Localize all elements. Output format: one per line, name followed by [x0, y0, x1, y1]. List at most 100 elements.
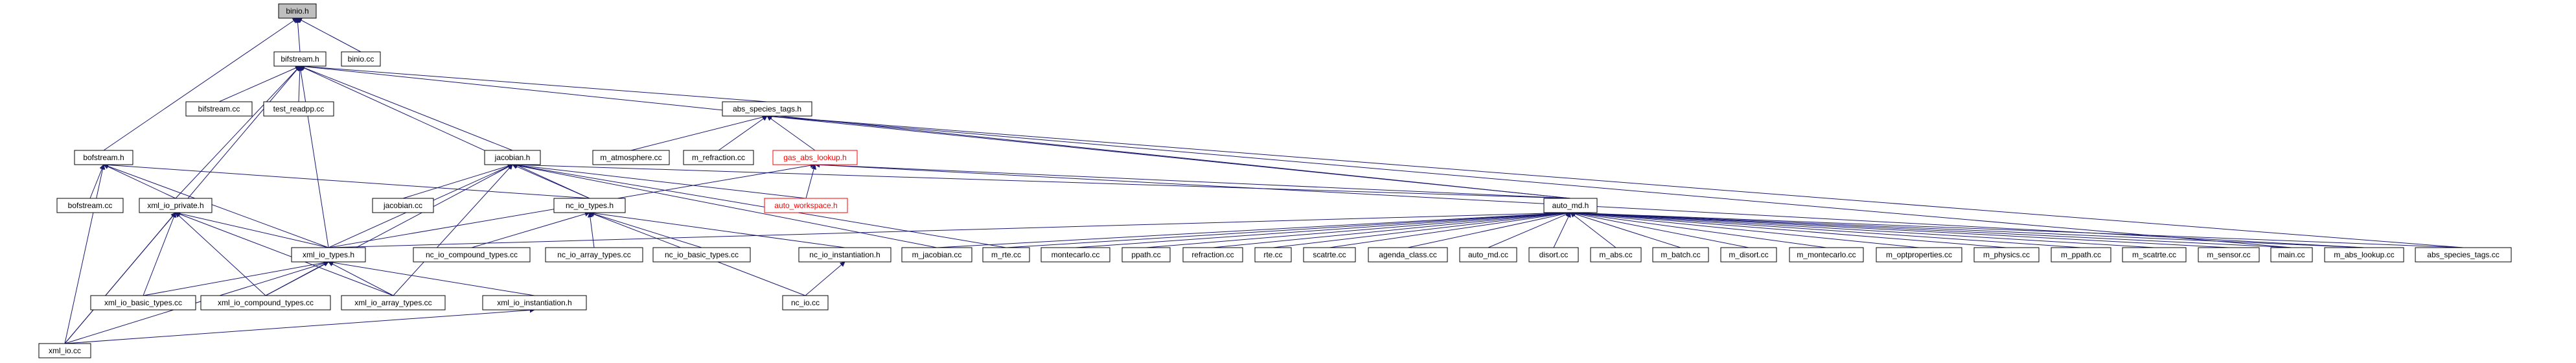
- dependency-edge: [328, 260, 535, 296]
- node-box: [1303, 247, 1356, 263]
- node-label: gas_abs_lookup.h: [783, 153, 846, 162]
- node-box: [1720, 247, 1777, 263]
- dependency-edge: [587, 212, 595, 248]
- graph-node-m-batch-cc[interactable]: m_batch.cc: [1652, 247, 1709, 263]
- node-box: [484, 150, 541, 165]
- dependency-edge: [1570, 210, 2365, 248]
- dependency-edge: [175, 65, 301, 199]
- graph-node-jacobian-h[interactable]: jacobian.h: [484, 150, 541, 165]
- graph-node-xml-io-cc[interactable]: xml_io.cc: [38, 343, 91, 358]
- node-label: jacobian.h: [494, 153, 531, 162]
- node-label: xml_io_compound_types.cc: [218, 298, 314, 307]
- dependency-edge: [175, 211, 329, 248]
- graph-node-bofstream-cc[interactable]: bofstream.cc: [56, 198, 124, 213]
- graph-node-nc-io-array-types-cc[interactable]: nc_io_array_types.cc: [545, 247, 643, 263]
- graph-node-nc-io-cc[interactable]: nc_io.cc: [782, 295, 829, 310]
- graph-node-xml-io-instantiation-h[interactable]: xml_io_instantiation.h: [482, 295, 587, 310]
- node-label: ppath.cc: [1131, 250, 1160, 259]
- node-label: nc_io_types.h: [566, 201, 614, 210]
- graph-node-bifstream-h[interactable]: bifstream.h: [273, 51, 327, 67]
- node-label: rte.cc: [1263, 250, 1282, 259]
- node-box: [74, 150, 133, 165]
- node-box: [200, 295, 331, 310]
- node-box: [56, 198, 124, 213]
- graph-node-abs-species-tags-h[interactable]: abs_species_tags.h: [722, 101, 812, 117]
- graph-node-binio-cc[interactable]: binio.cc: [341, 51, 381, 67]
- graph-node-agenda-class-cc[interactable]: agenda_class.cc: [1368, 247, 1448, 263]
- dependency-edge: [297, 18, 362, 53]
- dependency-edge: [1570, 210, 2229, 248]
- node-box: [1182, 247, 1243, 263]
- dependency-edge: [1407, 211, 1571, 248]
- dependency-edge: [143, 260, 329, 296]
- node-label: xml_io.cc: [49, 346, 81, 355]
- graph-node-m-scatrte-cc[interactable]: m_scatrte.cc: [2122, 247, 2187, 263]
- node-box: [1528, 247, 1579, 263]
- node-label: bofstream.h: [83, 153, 124, 162]
- node-label: refraction.cc: [1191, 250, 1234, 259]
- graph-node-m-physics-cc[interactable]: m_physics.cc: [1973, 247, 2040, 263]
- dependency-edge: [103, 164, 176, 199]
- graph-node-m-montecarlo-cc[interactable]: m_montecarlo.cc: [1789, 247, 1864, 263]
- graph-node-main-cc[interactable]: main.cc: [2270, 247, 2313, 263]
- graph-node-auto-md-cc[interactable]: auto_md.cc: [1459, 247, 1517, 263]
- graph-node-nc-io-basic-types-cc[interactable]: nc_io_basic_types.cc: [652, 247, 751, 263]
- dependency-edge: [1075, 210, 1571, 248]
- node-box: [1254, 247, 1292, 263]
- graph-node-test-readpp-cc[interactable]: test_readpp.cc: [263, 101, 334, 117]
- node-box: [553, 198, 626, 213]
- graph-node-rte-cc[interactable]: rte.cc: [1254, 247, 1292, 263]
- dependency-edge: [805, 261, 845, 296]
- graph-node-nc-io-types-h[interactable]: nc_io_types.h: [553, 198, 626, 213]
- graph-node-abs-species-tags-cc[interactable]: abs_species_tags.cc: [2415, 247, 2512, 263]
- graph-node-refraction-cc[interactable]: refraction.cc: [1182, 247, 1243, 263]
- graph-node-xml-io-compound-types-cc[interactable]: xml_io_compound_types.cc: [200, 295, 331, 310]
- node-box: [341, 295, 446, 310]
- node-label: m_physics.cc: [1983, 250, 2030, 259]
- graph-node-jacobian-cc[interactable]: jacobian.cc: [372, 198, 434, 213]
- graph-node-montecarlo-cc[interactable]: montecarlo.cc: [1041, 247, 1110, 263]
- graph-node-nc-io-instantiation-h[interactable]: nc_io_instantiation.h: [798, 247, 891, 263]
- graph-node-m-refraction-cc[interactable]: m_refraction.cc: [683, 150, 754, 165]
- graph-node-disort-cc[interactable]: disort.cc: [1528, 247, 1579, 263]
- graph-node-m-ppath-cc[interactable]: m_ppath.cc: [2051, 247, 2111, 263]
- node-label: test_readpp.cc: [273, 104, 325, 113]
- graph-node-auto-workspace-h[interactable]: auto_workspace.h: [764, 198, 848, 213]
- graph-node-m-rte-cc[interactable]: m_rte.cc: [982, 247, 1030, 263]
- dependency-edge: [299, 64, 768, 102]
- graph-node-m-optproperties-cc[interactable]: m_optproperties.cc: [1876, 247, 1962, 263]
- node-label: scatrte.cc: [1313, 250, 1346, 259]
- node-label: m_optproperties.cc: [1886, 250, 1952, 259]
- graph-node-m-sensor-cc[interactable]: m_sensor.cc: [2198, 247, 2260, 263]
- graph-node-m-abs-lookup-cc[interactable]: m_abs_lookup.cc: [2324, 247, 2404, 263]
- graph-node-m-disort-cc[interactable]: m_disort.cc: [1720, 247, 1777, 263]
- graph-node-bifstream-cc[interactable]: bifstream.cc: [185, 101, 253, 117]
- node-box: [1973, 247, 2040, 263]
- dependency-edge: [143, 212, 177, 296]
- graph-node-nc-io-compound-types-cc[interactable]: nc_io_compound_types.cc: [413, 247, 531, 263]
- dependency-edge: [64, 261, 329, 344]
- node-box: [482, 295, 587, 310]
- graph-node-ppath-cc[interactable]: ppath.cc: [1121, 247, 1171, 263]
- node-box: [2324, 247, 2404, 263]
- node-box: [2122, 247, 2187, 263]
- graph-node-scatrte-cc[interactable]: scatrte.cc: [1303, 247, 1356, 263]
- graph-node-auto-md-h[interactable]: auto_md.h: [1543, 198, 1598, 213]
- graph-node-m-abs-cc[interactable]: m_abs.cc: [1590, 247, 1642, 263]
- graph-node-m-atmosphere-cc[interactable]: m_atmosphere.cc: [592, 150, 670, 165]
- graph-node-binio-h: binio.h: [278, 3, 317, 19]
- node-label: xml_io_instantiation.h: [497, 298, 571, 307]
- dependency-edge: [936, 210, 1571, 248]
- dependency-edge: [805, 164, 816, 199]
- graph-node-bofstream-h[interactable]: bofstream.h: [74, 150, 133, 165]
- graph-node-gas-abs-lookup-h[interactable]: gas_abs_lookup.h: [772, 150, 858, 165]
- graph-node-m-jacobian-cc[interactable]: m_jacobian.cc: [901, 247, 972, 263]
- node-box: [2198, 247, 2260, 263]
- node-label: binio.cc: [348, 54, 374, 64]
- node-label: xml_io_types.h: [303, 250, 354, 259]
- graph-node-xml-io-types-h[interactable]: xml_io_types.h: [291, 247, 366, 263]
- graph-node-xml-io-private-h[interactable]: xml_io_private.h: [139, 198, 213, 213]
- graph-node-xml-io-array-types-cc[interactable]: xml_io_array_types.cc: [341, 295, 446, 310]
- graph-node-xml-io-basic-types-cc[interactable]: xml_io_basic_types.cc: [90, 295, 196, 310]
- dependency-edge: [218, 65, 301, 102]
